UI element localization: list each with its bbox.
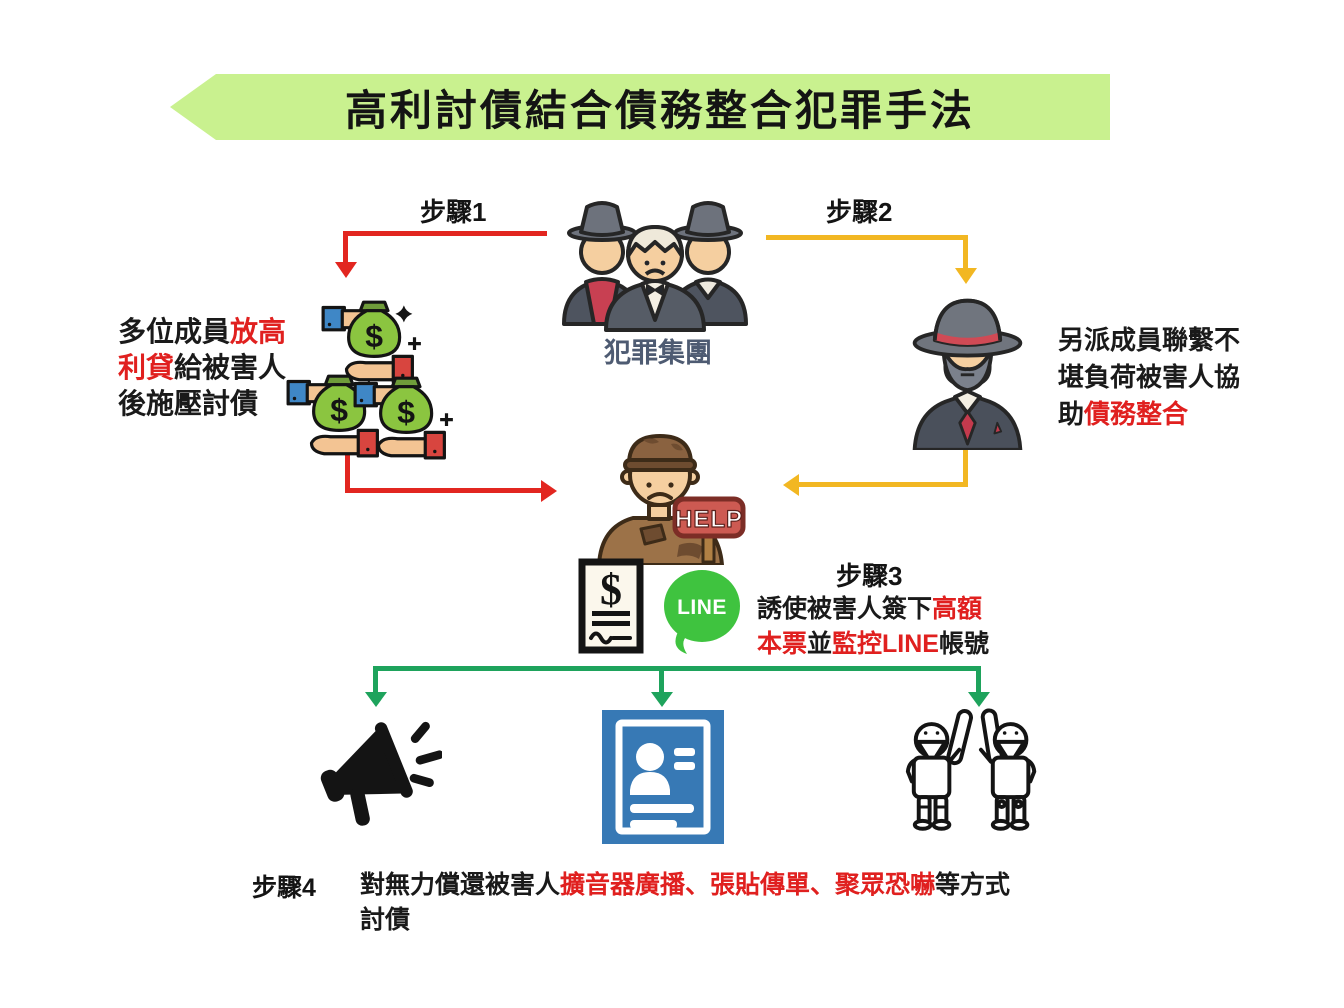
pressure-arrow-vertical bbox=[345, 441, 350, 493]
note-text: 討債 bbox=[360, 906, 411, 934]
branch-stub-center bbox=[659, 666, 664, 694]
step2-arrowhead-icon bbox=[955, 268, 977, 284]
note-text: 誘使被害人簽下 bbox=[757, 595, 933, 623]
step1-arrow-horizontal bbox=[343, 231, 547, 236]
line-app-icon: LINE bbox=[664, 570, 740, 654]
svg-text:$: $ bbox=[365, 318, 383, 354]
step3-label: 步驟3 bbox=[836, 561, 903, 591]
flyer-poster-icon bbox=[602, 710, 724, 844]
victim-help-icon: HELP bbox=[597, 434, 746, 565]
loan-pressure-note: 多位成員放高利貸給被害人後施壓討債 bbox=[118, 314, 290, 422]
promissory-note-icon: $ bbox=[578, 558, 644, 654]
branch-line-horizontal bbox=[373, 666, 981, 671]
note-text: 對無力償還被害人 bbox=[360, 871, 561, 899]
branch-arrowhead-right-icon bbox=[968, 692, 990, 707]
svg-text:$: $ bbox=[600, 565, 622, 614]
contact-arrow-horizontal bbox=[799, 482, 968, 487]
criminal-group-label: 犯罪集團 bbox=[604, 338, 712, 368]
step1-arrow-vertical bbox=[343, 231, 348, 263]
note-text: 並 bbox=[807, 630, 833, 658]
branch-stub-left bbox=[373, 666, 378, 694]
note-text-red: 監控LINE bbox=[832, 630, 939, 658]
note-text-red: 債務整合 bbox=[1084, 399, 1189, 429]
megaphone-icon bbox=[320, 721, 442, 826]
svg-text:LINE: LINE bbox=[677, 596, 727, 619]
step2-label: 步驟2 bbox=[826, 197, 893, 227]
note-text-red: 擴音器廣播、張貼傳單、聚眾恐嚇 bbox=[560, 871, 936, 899]
step2-arrow-horizontal bbox=[766, 235, 968, 240]
branch-stub-right bbox=[976, 666, 981, 694]
contact-arrowhead-icon bbox=[783, 474, 799, 496]
svg-text:$: $ bbox=[330, 392, 348, 428]
contact-arrow-vertical bbox=[963, 446, 968, 487]
thugs-bats-icon bbox=[905, 708, 1037, 831]
step1-label: 步驟1 bbox=[420, 197, 487, 227]
note-text-red: 放高利貸 bbox=[118, 316, 287, 383]
step1-arrowhead-icon bbox=[335, 262, 357, 278]
note-text: 給被害人後施壓討債 bbox=[118, 352, 287, 419]
branch-arrowhead-left-icon bbox=[365, 692, 387, 707]
step4-label: 步驟4 bbox=[252, 874, 316, 902]
pressure-arrowhead-icon bbox=[541, 480, 557, 502]
consolidation-man-icon bbox=[912, 298, 1023, 450]
svg-text:HELP: HELP bbox=[675, 506, 743, 533]
step4-note: 對無力償還被害人擴音器廣播、張貼傳單、聚眾恐嚇等方式 討債 bbox=[360, 868, 1020, 938]
consolidation-note: 另派成員聯繫不堪負荷被害人協助債務整合 bbox=[1058, 322, 1244, 433]
step3-note: 誘使被害人簽下高額本票並監控LINE帳號 bbox=[757, 592, 999, 662]
note-text-red: 高額本票 bbox=[757, 595, 983, 658]
pressure-arrow-horizontal bbox=[345, 488, 543, 493]
criminal-group-icon bbox=[562, 201, 748, 332]
loan-moneybag-icon: $ bbox=[353, 376, 453, 460]
note-text: 多位成員 bbox=[118, 316, 231, 347]
svg-text:$: $ bbox=[397, 394, 415, 430]
note-text: 帳號 bbox=[938, 630, 989, 658]
branch-arrowhead-center-icon bbox=[651, 692, 673, 707]
loan-moneybag-icon: $ bbox=[286, 374, 379, 458]
title-banner: 高利討債結合債務整合犯罪手法 bbox=[170, 74, 1110, 140]
note-text: 另派成員聯繫不堪負荷被害人協助 bbox=[1058, 325, 1241, 429]
page-title: 高利討債結合債務整合犯罪手法 bbox=[344, 85, 975, 135]
step2-arrow-vertical bbox=[963, 235, 968, 269]
note-text: 等方式 bbox=[935, 871, 1011, 899]
